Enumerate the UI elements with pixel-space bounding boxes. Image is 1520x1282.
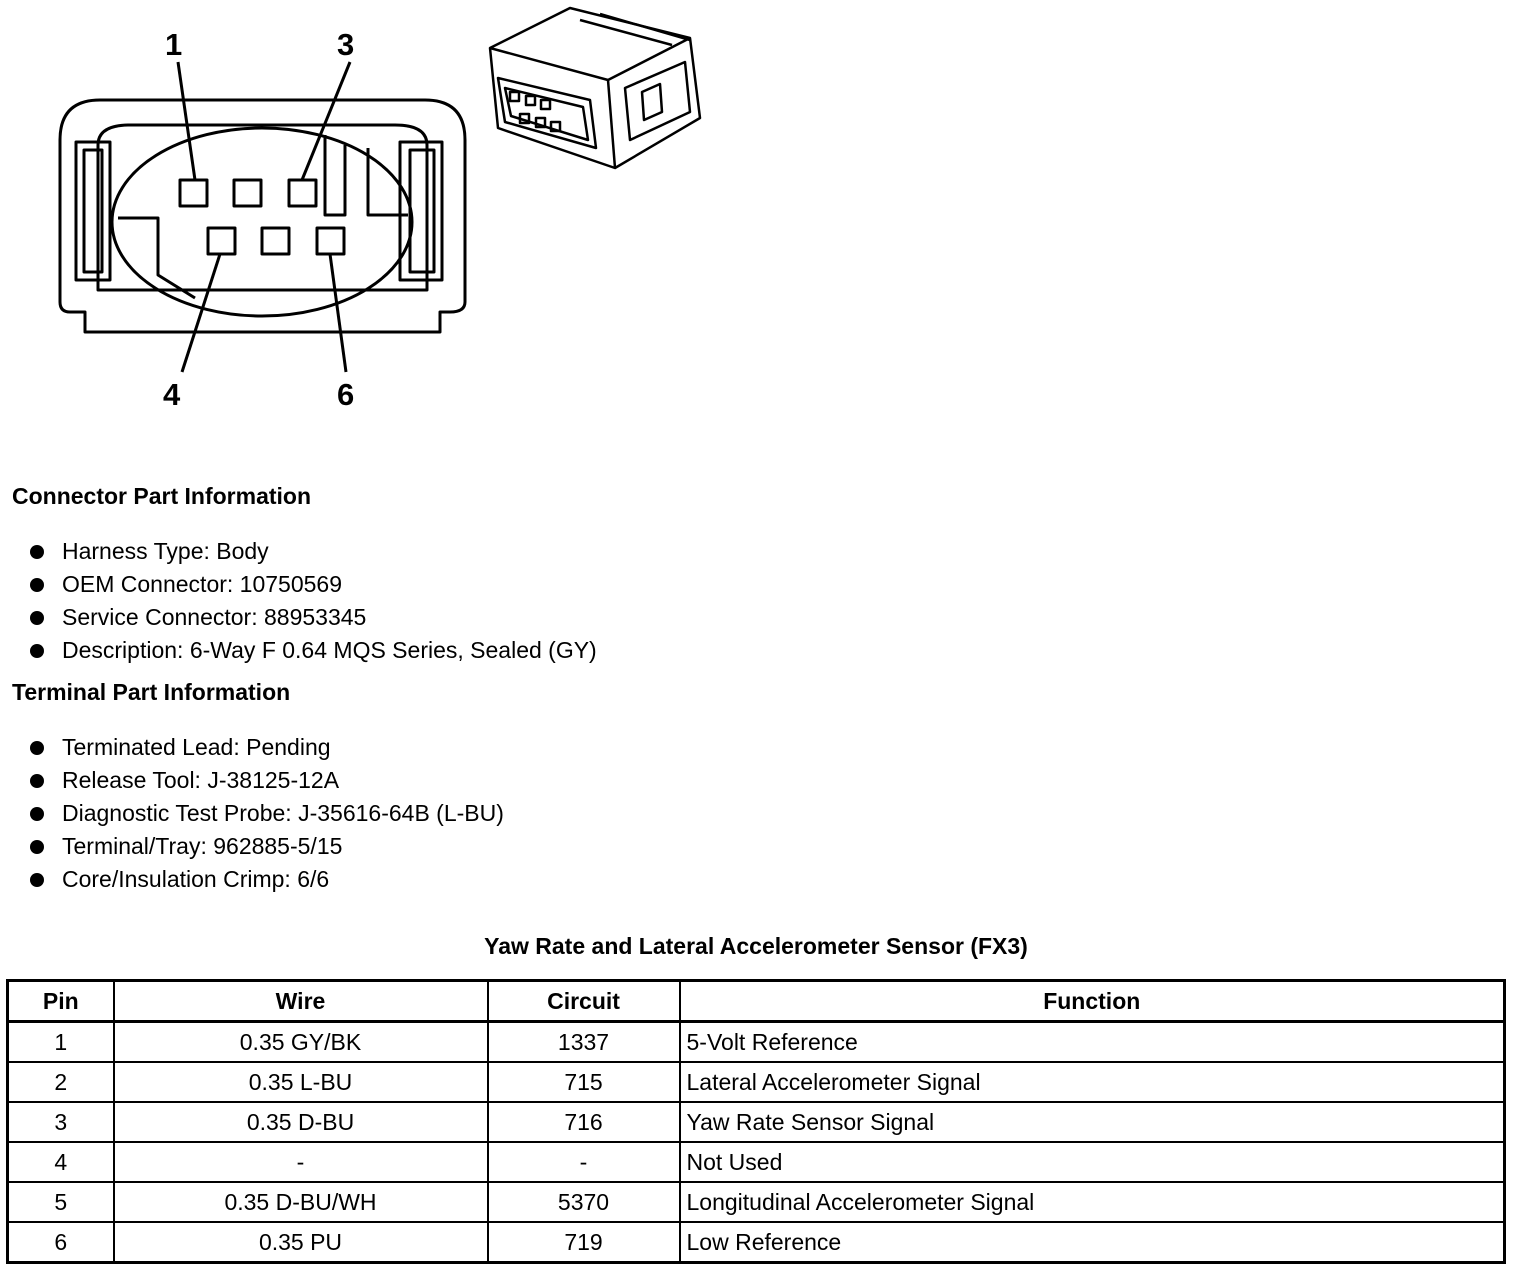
- wire-cell: 0.35 L-BU: [112, 1061, 489, 1103]
- table-row: 3 0.35 D-BU 716 Yaw Rate Sensor Signal: [6, 1101, 1506, 1143]
- bullet-icon: [30, 545, 44, 559]
- list-item: Terminated Lead: Pending: [30, 731, 504, 764]
- function-cell: Low Reference: [678, 1221, 1506, 1264]
- list-item: Service Connector: 88953345: [30, 601, 597, 634]
- bullet-icon: [30, 741, 44, 755]
- wire-cell: 0.35 PU: [112, 1221, 489, 1264]
- pin-cell: 6: [6, 1221, 115, 1264]
- pin-label-6: 6: [337, 377, 354, 412]
- function-cell: 5-Volt Reference: [678, 1020, 1506, 1063]
- bullet-icon: [30, 578, 44, 592]
- table-row: 2 0.35 L-BU 715 Lateral Accelerometer Si…: [6, 1061, 1506, 1103]
- pin-cell: 4: [6, 1141, 115, 1183]
- function-cell: Yaw Rate Sensor Signal: [678, 1101, 1506, 1143]
- circuit-cell: 715: [486, 1061, 681, 1103]
- terminal-info-title: Terminal Part Information: [12, 679, 291, 705]
- bullet-icon: [30, 807, 44, 821]
- list-item: OEM Connector: 10750569: [30, 568, 597, 601]
- wire-cell: 0.35 D-BU/WH: [112, 1181, 489, 1223]
- list-item: Harness Type: Body: [30, 535, 597, 568]
- pin-cell: 3: [6, 1101, 115, 1143]
- list-item: Diagnostic Test Probe: J-35616-64B (L-BU…: [30, 797, 504, 830]
- connector-info-list: Harness Type: Body OEM Connector: 107505…: [30, 535, 597, 667]
- list-item: Core/Insulation Crimp: 6/6: [30, 863, 504, 896]
- bullet-icon: [30, 611, 44, 625]
- wire-cell: -: [112, 1141, 489, 1183]
- pin-label-3: 3: [337, 27, 354, 62]
- circuit-cell: 719: [486, 1221, 681, 1264]
- table-title: Yaw Rate and Lateral Accelerometer Senso…: [484, 933, 1028, 959]
- circuit-cell: -: [486, 1141, 681, 1183]
- bullet-icon: [30, 774, 44, 788]
- column-header-wire: Wire: [112, 979, 489, 1023]
- table-row: 6 0.35 PU 719 Low Reference: [6, 1221, 1506, 1264]
- column-header-circuit: Circuit: [486, 979, 681, 1023]
- pin-label-4: 4: [163, 377, 181, 412]
- connector-3d-view: [488, 6, 702, 170]
- bullet-icon: [30, 873, 44, 887]
- bullet-icon: [30, 644, 44, 658]
- circuit-cell: 1337: [486, 1020, 681, 1063]
- pin-cell: 5: [6, 1181, 115, 1223]
- table-row: 4 - - Not Used: [6, 1141, 1506, 1183]
- terminal-info-list: Terminated Lead: Pending Release Tool: J…: [30, 731, 504, 896]
- pin-label-1: 1: [165, 27, 182, 62]
- circuit-cell: 716: [486, 1101, 681, 1143]
- bullet-icon: [30, 840, 44, 854]
- table-row: 1 0.35 GY/BK 1337 5-Volt Reference: [6, 1020, 1506, 1063]
- function-cell: Longitudinal Accelerometer Signal: [678, 1181, 1506, 1223]
- table-header-row: Pin Wire Circuit Function: [6, 979, 1506, 1023]
- table-row: 5 0.35 D-BU/WH 5370 Longitudinal Acceler…: [6, 1181, 1506, 1223]
- circuit-cell: 5370: [486, 1181, 681, 1223]
- wire-cell: 0.35 GY/BK: [112, 1020, 489, 1063]
- column-header-pin: Pin: [6, 979, 115, 1023]
- pin-cell: 2: [6, 1061, 115, 1103]
- pin-cell: 1: [6, 1020, 115, 1063]
- connector-diagram: 1 3 4 6: [58, 6, 702, 412]
- wire-cell: 0.35 D-BU: [112, 1101, 489, 1143]
- pinout-table: Pin Wire Circuit Function 1 0.35 GY/BK 1…: [6, 979, 1506, 1264]
- list-item: Description: 6-Way F 0.64 MQS Series, Se…: [30, 634, 597, 667]
- column-header-function: Function: [678, 979, 1506, 1023]
- function-cell: Not Used: [678, 1141, 1506, 1183]
- list-item: Release Tool: J-38125-12A: [30, 764, 504, 797]
- function-cell: Lateral Accelerometer Signal: [678, 1061, 1506, 1103]
- list-item: Terminal/Tray: 962885-5/15: [30, 830, 504, 863]
- connector-info-title: Connector Part Information: [12, 483, 312, 509]
